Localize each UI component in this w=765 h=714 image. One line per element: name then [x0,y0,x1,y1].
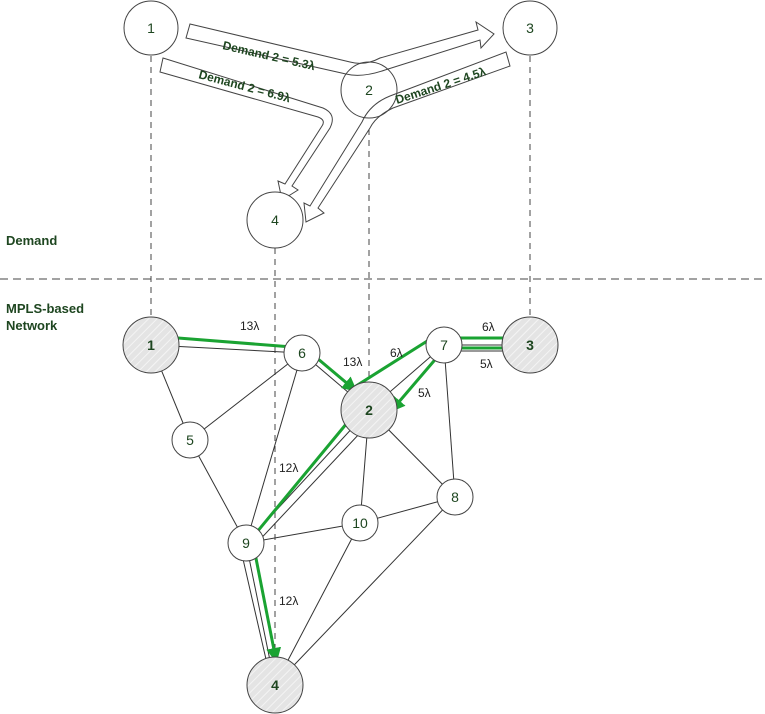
demand-node-4-label: 4 [271,212,279,228]
link-8-4 [274,496,456,686]
network-nodes: 1 2 3 4 5 6 7 8 9 10 [122,316,559,714]
capacity-label-7-3-bottom: 5λ [480,357,493,371]
section-label-network-line2: Network [6,318,58,333]
link-5-9 [189,439,247,544]
demand-node-3[interactable] [502,0,558,56]
capacity-label-2-7: 6λ [390,346,403,360]
network-node-1-label: 1 [147,337,155,353]
network-node-9[interactable] [227,524,265,562]
network-node-7-label: 7 [440,337,448,353]
link-7-8 [443,344,456,498]
network-node-4[interactable] [246,656,304,714]
network-node-5[interactable] [171,421,209,459]
network-node-7[interactable] [425,326,463,364]
network-links [150,344,530,686]
demand-node-2[interactable] [340,61,398,119]
network-node-2[interactable] [340,381,398,439]
demand-arrow-to-4 [159,57,333,201]
link-9-10 [245,522,361,544]
network-node-4-label: 4 [271,677,279,693]
network-node-2-label: 2 [365,402,373,418]
network-node-10-label: 10 [352,515,368,531]
capacity-labels: 13λ 13λ 6λ 6λ 5λ 5λ 12λ 12λ [240,319,495,608]
network-node-10[interactable] [341,504,379,542]
link-9-2-parallel [251,415,377,549]
link-6-9 [245,352,303,544]
capacity-label-9-2: 12λ [279,461,298,475]
section-label-network-line1: MPLS-based [6,301,84,316]
network-node-6[interactable] [283,334,321,372]
network-node-3-label: 3 [526,337,534,353]
capacity-label-6-2: 13λ [343,355,362,369]
demand-flow-arrows [159,20,511,223]
demand-node-4[interactable] [246,191,304,249]
section-label-demand: Demand [6,233,57,248]
demand-node-3-label: 3 [526,20,534,36]
projection-lines [150,56,531,658]
demand-nodes: 1 2 3 4 [123,0,558,249]
network-node-9-label: 9 [242,535,250,551]
network-node-5-label: 5 [186,432,194,448]
demand-node-1-label: 1 [147,20,155,36]
demand-label-from-3: Demand 2 = 4.5λ [394,64,488,107]
demand-node-2-label: 2 [365,82,373,98]
link-10-4 [274,522,361,686]
lsp-path-1-to-2 [177,336,358,392]
link-5-6 [189,352,303,441]
link-9-4-parallel [239,545,269,669]
network-node-1[interactable] [122,316,180,374]
network-node-8[interactable] [436,478,474,516]
network-node-6-label: 6 [298,345,306,361]
network-node-8-label: 8 [451,489,459,505]
capacity-label-7-3-top: 6λ [482,320,495,334]
capacity-label-1-6: 13λ [240,319,259,333]
capacity-label-9-4: 12λ [279,594,298,608]
network-node-3[interactable] [501,316,559,374]
capacity-label-7-2: 5λ [418,386,431,400]
demand-node-1[interactable] [123,0,179,56]
